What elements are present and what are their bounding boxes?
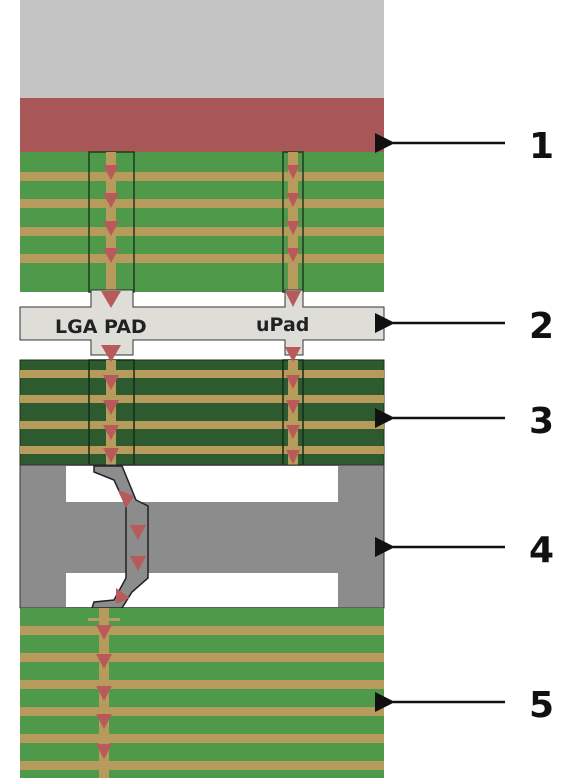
upad-label: uPad bbox=[256, 314, 309, 336]
layer-5-pcb bbox=[20, 608, 384, 778]
lga-pad-label: LGA PAD bbox=[55, 316, 147, 338]
upper-substrate bbox=[20, 151, 384, 293]
layer-1-heat-spreader bbox=[20, 98, 384, 152]
top-block bbox=[20, 0, 384, 98]
callout-number-4: 4 bbox=[529, 530, 554, 571]
callout-pointers bbox=[375, 133, 505, 712]
callout-number-1: 1 bbox=[529, 126, 554, 167]
layer-4-interposer bbox=[19, 464, 385, 609]
callout-number-3: 3 bbox=[529, 401, 554, 442]
callout-number-5: 5 bbox=[529, 685, 554, 726]
callout-number-2: 2 bbox=[529, 306, 554, 347]
layer-3-dark-substrate bbox=[19, 359, 385, 466]
heat-flow-arrows bbox=[96, 165, 301, 759]
